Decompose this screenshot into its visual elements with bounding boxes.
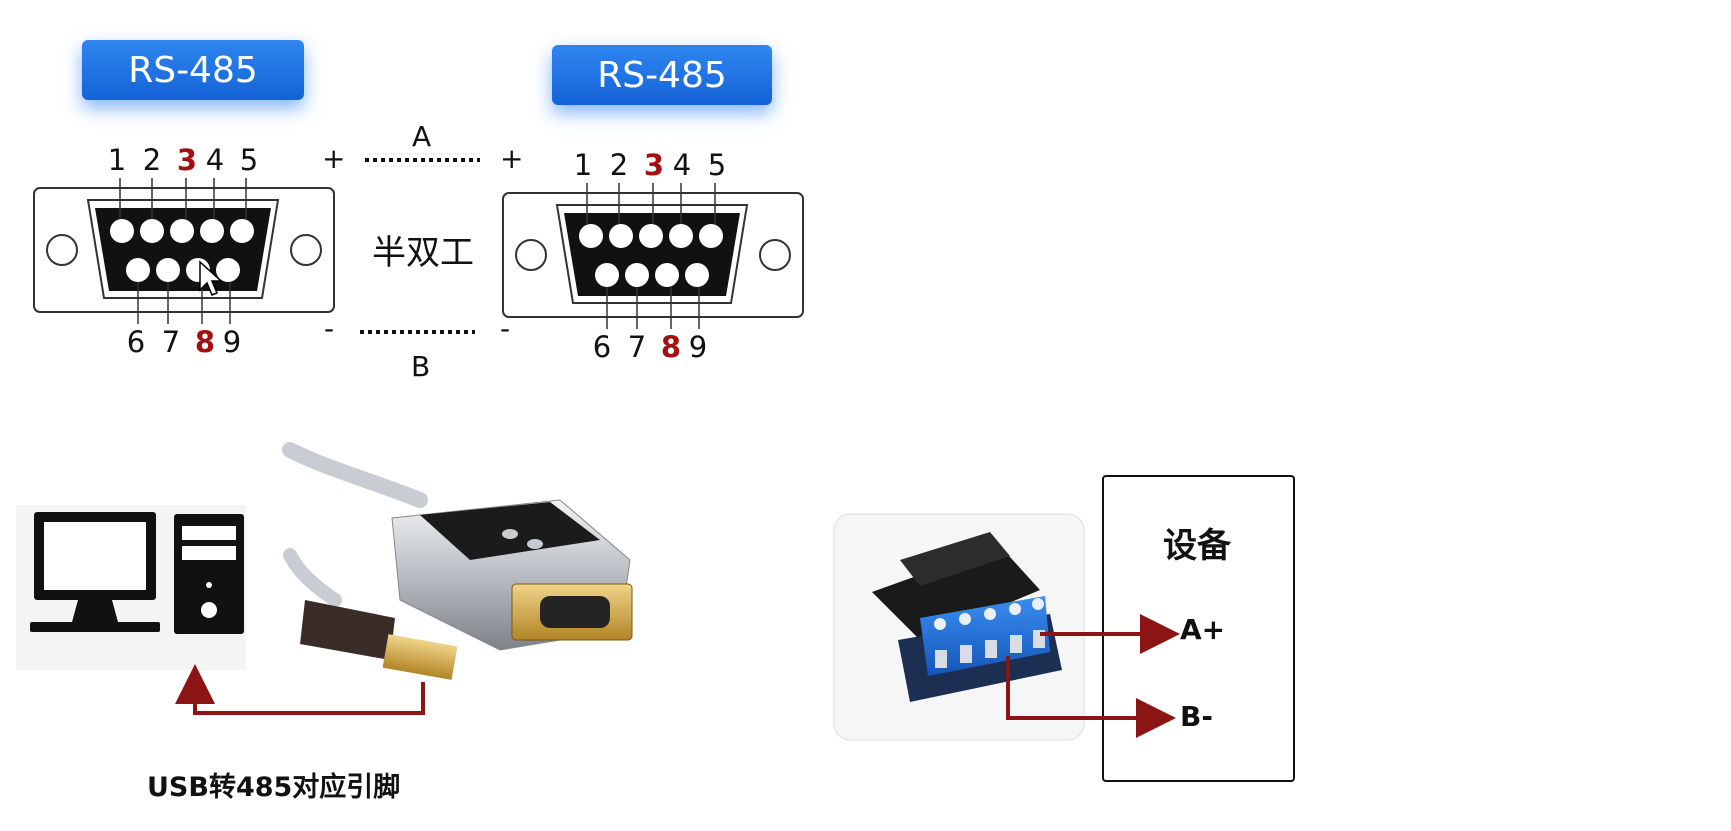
usb-485-adapter-image (282, 442, 633, 680)
right-pin-3: 3 (643, 148, 665, 182)
line-b-label: B (411, 350, 431, 383)
half-duplex-label: 半双工 (372, 233, 474, 273)
left-pin-2: 2 (142, 143, 162, 177)
right-pin-8: 8 (660, 330, 682, 364)
rs485-badge-left: RS-485 (82, 40, 304, 100)
db9-terminal-adapter-image (833, 513, 1085, 741)
plus-sign-right: + (500, 142, 524, 175)
usb-to-485-caption: USB转485对应引脚 (147, 772, 401, 803)
minus-sign-left: - (324, 312, 335, 345)
computer-icon (16, 505, 246, 670)
device-pin-b: B- (1180, 700, 1213, 733)
db9-connector-left (33, 178, 335, 324)
device-box (1102, 475, 1295, 782)
minus-sign-right: - (500, 312, 511, 345)
db9-connector-right (502, 183, 804, 329)
right-pin-5: 5 (707, 148, 727, 182)
left-pin-8: 8 (194, 325, 216, 359)
device-pin-a: A+ (1180, 613, 1226, 646)
line-a-label: A (412, 120, 432, 153)
left-pin-9: 9 (222, 325, 242, 359)
right-pin-9: 9 (688, 330, 708, 364)
right-pin-6: 6 (592, 330, 612, 364)
left-pin-1: 1 (107, 143, 127, 177)
right-pin-7: 7 (627, 330, 647, 364)
usb-return-arrow (175, 664, 425, 715)
rs485-badge-right: RS-485 (552, 45, 772, 105)
right-pin-2: 2 (609, 148, 629, 182)
right-pin-1: 1 (573, 148, 593, 182)
mouse-cursor-icon (199, 260, 223, 296)
left-pin-3: 3 (176, 143, 198, 177)
left-pin-4: 4 (205, 143, 225, 177)
left-pin-6: 6 (126, 325, 146, 359)
left-pin-7: 7 (161, 325, 181, 359)
plus-sign-left: + (322, 142, 346, 175)
left-pin-5: 5 (239, 143, 259, 177)
arrow-to-b-minus (1006, 656, 1176, 738)
right-pin-4: 4 (672, 148, 692, 182)
device-title: 设备 (1163, 526, 1231, 566)
